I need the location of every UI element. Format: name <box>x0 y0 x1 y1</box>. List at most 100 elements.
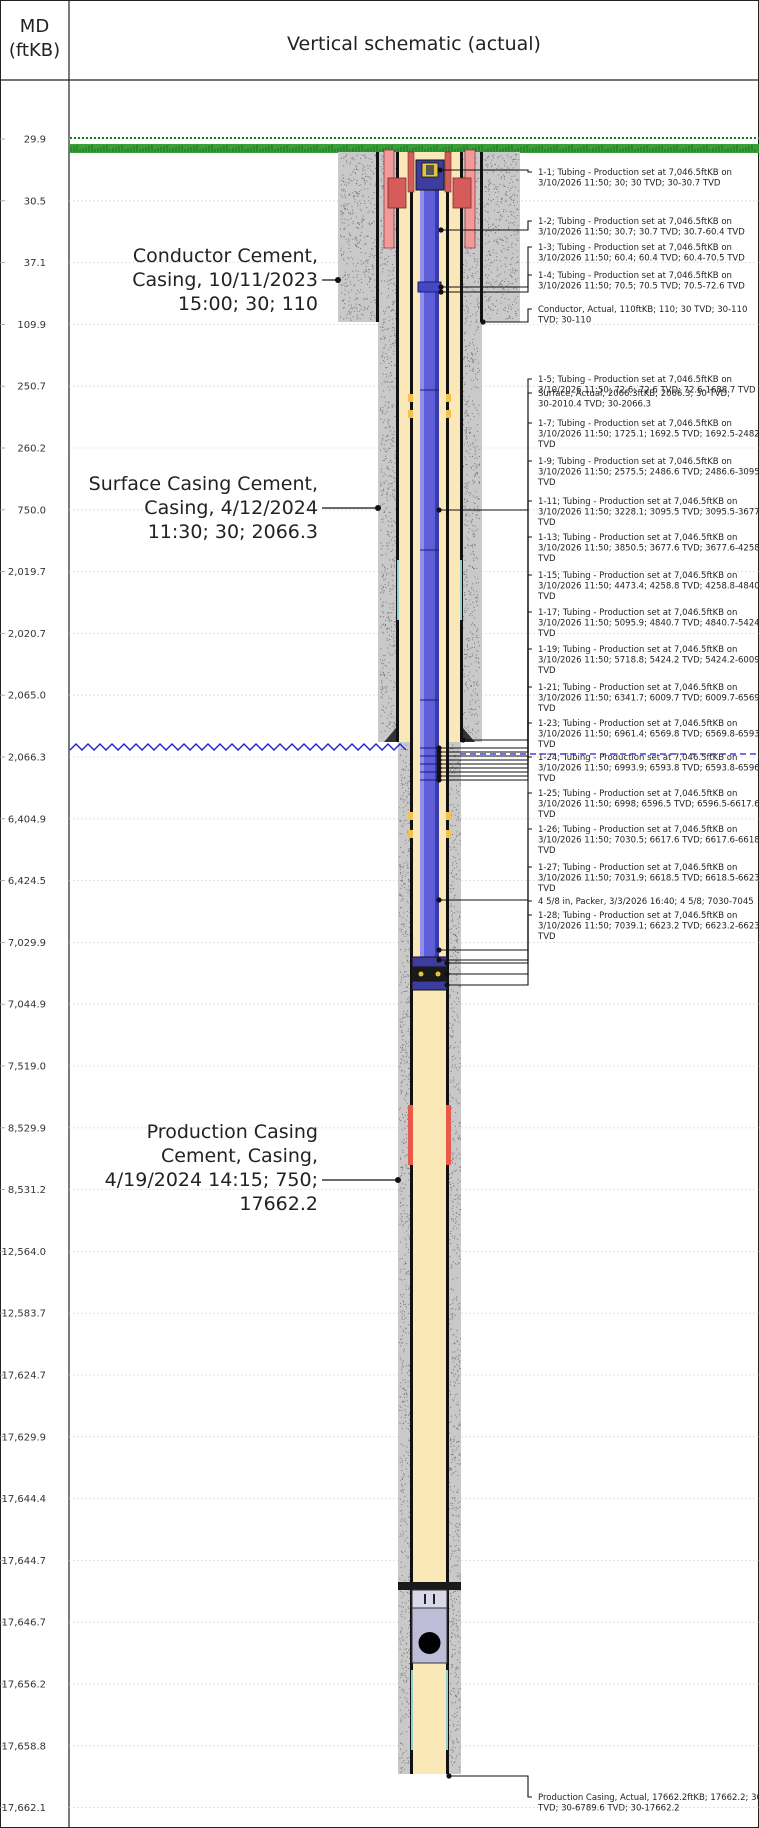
md-label: 6,404.9 <box>8 814 46 825</box>
packer <box>411 956 448 991</box>
annotation-text: TVD <box>537 629 556 639</box>
annotation-text: 3/10/2026 11:50; 6961.4; 6569.8 TVD; 656… <box>538 730 759 740</box>
annotation-text: TVD <box>537 774 556 784</box>
annotation-text: TVD <box>537 554 556 564</box>
annotation-text: Production Casing, Actual, 17662.2ftKB; … <box>538 1793 759 1803</box>
md-label: 30.5 <box>24 196 46 207</box>
annotation-text: 3/10/2026 11:50; 2575.5; 2486.6 TVD; 248… <box>538 468 759 478</box>
annotation-text: 1-2; Tubing - Production set at 7,046.5f… <box>538 217 732 227</box>
production-cement-left <box>398 742 412 1774</box>
conductor-casing <box>376 152 483 322</box>
surface-cement-right <box>461 152 482 742</box>
annotation-text: 1-9; Tubing - Production set at 7,046.5f… <box>538 457 732 467</box>
cement-label-line: Surface Casing Cement, <box>89 473 318 495</box>
md-label: 17,624.7 <box>1 1371 46 1382</box>
annotation-text: 1-11; Tubing - Production set at 7,046.5… <box>538 497 737 507</box>
annotation-text: TVD <box>537 884 556 894</box>
md-label: 6,424.5 <box>8 876 46 887</box>
annotation-text: TVD <box>537 846 556 856</box>
depth-break <box>69 743 759 755</box>
md-label: 2,065.0 <box>8 691 46 702</box>
cement-label-line: Casing, 10/11/2023 <box>132 269 318 291</box>
md-label: 8,531.2 <box>8 1185 46 1196</box>
cement-label-line: Production Casing <box>147 1121 318 1143</box>
tubing-string <box>417 190 442 990</box>
annotation-text: 1-13; Tubing - Production set at 7,046.5… <box>538 533 737 543</box>
annotation-text: 3/10/2026 11:50; 3228.1; 3095.5 TVD; 309… <box>538 508 759 518</box>
md-header-line2: (ftKB) <box>9 40 60 61</box>
surface-casing <box>384 152 475 742</box>
annotation-text: 1-23; Tubing - Production set at 7,046.5… <box>538 719 737 729</box>
annotation-text: 3/10/2026 11:50; 30; 30 TVD; 30-30.7 TVD <box>538 179 721 189</box>
md-label: 750.0 <box>17 505 46 516</box>
annotation-text: 3/10/2026 11:50; 70.5; 70.5 TVD; 70.5-72… <box>538 282 745 292</box>
bottom-hole-assembly <box>398 1582 461 1664</box>
md-label: 17,658.8 <box>1 1741 46 1752</box>
md-label: 2,019.7 <box>8 567 46 578</box>
md-label: 250.7 <box>17 382 46 393</box>
cement-labels: Conductor Cement,Casing, 10/11/202315:00… <box>89 245 401 1215</box>
md-label: 2,066.3 <box>8 753 46 764</box>
md-label: 37.1 <box>24 258 46 269</box>
md-label: 29.9 <box>24 135 46 146</box>
annotation-text: 3/10/2026 11:50; 4473.4; 4258.8 TVD; 425… <box>538 582 759 592</box>
annulus-fluid-left <box>398 152 412 742</box>
cement-label-line: Conductor Cement, <box>133 245 318 267</box>
annotation-text: 3/10/2026 11:50; 7031.9; 6618.5 TVD; 661… <box>538 874 759 884</box>
annotation-text: Surface, Actual, 2066.3ftKB; 2066.3; 30 … <box>538 389 730 399</box>
annotation-text: 1-7; Tubing - Production set at 7,046.5f… <box>538 419 732 429</box>
md-label: 7,044.9 <box>8 1000 46 1011</box>
annotation-text: 1-19; Tubing - Production set at 7,046.5… <box>538 645 737 655</box>
md-label: 2,020.7 <box>8 629 46 640</box>
annotation-text: TVD <box>537 478 556 488</box>
annotation-text: 3/10/2026 11:50; 7030.5; 6617.6 TVD; 661… <box>538 836 759 846</box>
annotation-text: 3/10/2026 11:50; 3850.5; 3677.6 TVD; 367… <box>538 544 759 554</box>
schematic-title: Vertical schematic (actual) <box>287 33 541 55</box>
cement-label-line: Cement, Casing, <box>161 1145 318 1167</box>
cement-label-line: 11:30; 30; 2066.3 <box>148 521 318 543</box>
md-label: 17,629.9 <box>1 1432 46 1443</box>
annotation-text: TVD <box>537 592 556 602</box>
annotation-text: TVD; 30-110 <box>537 316 591 326</box>
annotation-text: 1-1; Tubing - Production set at 7,046.5f… <box>538 168 732 178</box>
annotation-text: 1-24; Tubing - Production set at 7,046.5… <box>538 753 737 763</box>
annotation-text: 3/10/2026 11:50; 7039.1; 6623.2 TVD; 662… <box>538 922 759 932</box>
perforations <box>408 394 451 1165</box>
md-label: 17,646.7 <box>1 1618 46 1629</box>
md-label: 7,519.0 <box>8 1062 46 1073</box>
conductor-cement-right <box>482 152 520 322</box>
annotation-text: TVD <box>537 440 556 450</box>
annotation-text: 1-3; Tubing - Production set at 7,046.5f… <box>538 243 732 253</box>
annotation-text: TVD <box>537 810 556 820</box>
cement-label-line: 17662.2 <box>239 1193 318 1215</box>
annotation-text: TVD <box>537 704 556 714</box>
md-header-line1: MD <box>20 16 49 37</box>
md-label: 260.2 <box>17 444 46 455</box>
annotation-text: 1-4; Tubing - Production set at 7,046.5f… <box>538 271 732 281</box>
ground-surface <box>70 137 759 153</box>
annotation-text: TVD <box>537 518 556 528</box>
annulus-fluid-right <box>447 152 461 742</box>
md-label: 12,564.0 <box>1 1247 46 1258</box>
cement-label-line: 15:00; 30; 110 <box>178 293 318 315</box>
annotation-text: 1-28; Tubing - Production set at 7,046.5… <box>538 911 737 921</box>
annotation-text: 4 5/8 in, Packer, 3/3/2026 16:40; 4 5/8;… <box>538 897 754 907</box>
md-label: 17,644.4 <box>1 1494 46 1505</box>
annotation-text: 1-25; Tubing - Production set at 7,046.5… <box>538 789 737 799</box>
annotation-text: 3/10/2026 11:50; 6993.9; 6593.8 TVD; 659… <box>538 764 759 774</box>
md-label: 7,029.9 <box>8 938 46 949</box>
cement-label-line: 4/19/2024 14:15; 750; <box>105 1169 318 1191</box>
annotation-text: Conductor, Actual, 110ftKB; 110; 30 TVD;… <box>538 305 747 315</box>
annotation-text: 3/10/2026 11:50; 30.7; 30.7 TVD; 30.7-60… <box>538 228 745 238</box>
annotation-text: 3/10/2026 11:50; 72.6; 72.6 TVD; 72.6-16… <box>538 386 756 396</box>
component-annotations: 1-1; Tubing - Production set at 7,046.5f… <box>436 167 759 1814</box>
annotation-text: 1-15; Tubing - Production set at 7,046.5… <box>538 571 737 581</box>
md-label: 8,529.9 <box>8 1123 46 1134</box>
md-label: 17,644.7 <box>1 1556 46 1567</box>
annotation-text: TVD <box>537 666 556 676</box>
annotation-text: 30-2010.4 TVD; 30-2066.3 <box>538 400 651 410</box>
annotation-text: TVD; 30-6789.6 TVD; 30-17662.2 <box>537 1804 680 1814</box>
annotation-text: 1-21; Tubing - Production set at 7,046.5… <box>538 683 737 693</box>
annotation-text: 3/10/2026 11:50; 5095.9; 4840.7 TVD; 484… <box>538 619 759 629</box>
